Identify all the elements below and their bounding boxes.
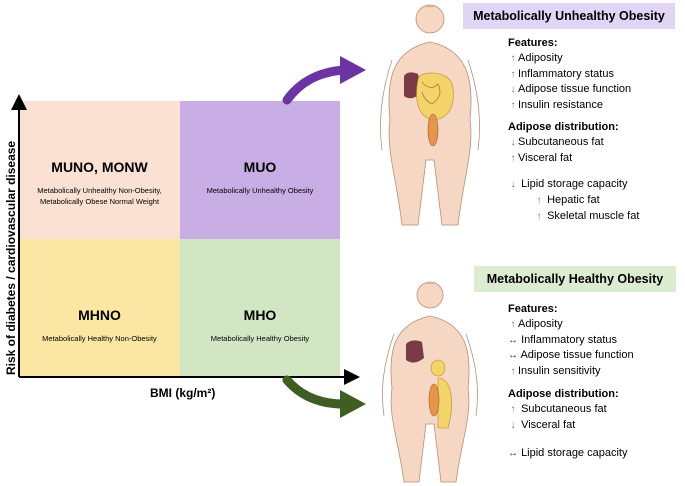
muo-feature-row: ↓Adipose tissue function <box>508 82 632 98</box>
left-right-arrow-icon: ↔ <box>508 350 518 362</box>
purple-curved-arrow <box>282 65 349 105</box>
mho-distribution-row: ↓ Visceral fat <box>508 418 619 434</box>
up-arrow-icon: ↑ <box>510 68 516 80</box>
green-arrowhead <box>340 390 366 418</box>
up-arrow-icon: ↑ <box>510 318 516 330</box>
muo-features-section: Features: ↑Adiposity ↑Inflammatory statu… <box>508 36 631 114</box>
muo-lipid-section: ↓ Lipid storage capacity ↑ Hepatic fat ↑… <box>508 177 640 225</box>
muo-distribution-row: ↑Visceral fat <box>508 151 619 167</box>
muo-panel-title: Metabolically Unhealthy Obesity <box>463 3 675 29</box>
mho-distribution-heading: Adipose distribution: <box>508 388 619 400</box>
muo-distribution-row: ↓Subcutaneous fat <box>508 135 619 151</box>
mho-features-heading: Features: <box>508 303 558 315</box>
mho-feature-row: ↔ Adipose tissue function <box>508 348 634 364</box>
up-arrow-icon: ↑ <box>536 210 542 222</box>
quadrant-mho-abbr: MHO <box>243 307 277 323</box>
left-right-arrow-icon: ↔ <box>508 334 518 346</box>
muo-features-heading: Features: <box>508 37 558 49</box>
mho-lipid-section: ↔ Lipid storage capacity <box>508 446 627 462</box>
mho-distribution-section: Adipose distribution: ↑ Subcutaneous fat… <box>508 387 619 433</box>
down-arrow-icon: ↓ <box>510 179 516 190</box>
left-right-arrow-icon: ↔ <box>508 448 518 459</box>
mho-feature-row: ↑Adiposity <box>508 317 634 333</box>
muo-feature-row: ↑Insulin resistance <box>508 98 631 114</box>
quadrant-muno-desc: Metabolically Unhealthy Non-Obesity, Met… <box>37 186 162 206</box>
quadrant-mhno-desc: Metabolically Healthy Non-Obesity <box>42 334 157 343</box>
up-arrow-icon: ↑ <box>510 152 516 164</box>
up-arrow-icon: ↑ <box>510 100 516 112</box>
quadrant-muno-abbr: MUNO, MONW <box>51 159 148 175</box>
down-arrow-icon: ↓ <box>510 419 516 431</box>
obese-body-illustration-unhealthy <box>380 4 480 226</box>
quadrant-muo-desc: Metabolically Unhealthy Obesity <box>206 186 314 195</box>
quadrant-muo: MUO Metabolically Unhealthy Obesity <box>180 101 340 239</box>
up-arrow-icon: ↑ <box>510 52 516 64</box>
muo-ectopic-row: ↑ Skeletal muscle fat <box>508 209 640 225</box>
up-arrow-icon: ↑ <box>536 194 542 206</box>
quadrant-mhno-abbr: MHNO <box>78 307 121 323</box>
obese-body-illustration-healthy <box>382 281 478 483</box>
quadrant-mho-desc: Metabolically Healthy Obesity <box>210 334 310 343</box>
muo-lipid-capacity: ↓ Lipid storage capacity <box>508 177 639 193</box>
quadrant-muo-abbr: MUO <box>243 159 277 175</box>
mho-feature-row: ↔ Inflammatory status <box>508 333 634 349</box>
down-arrow-icon: ↓ <box>510 84 516 96</box>
muo-ectopic-row: ↑ Hepatic fat <box>508 193 639 209</box>
x-axis-label: BMI (kg/m²) <box>150 386 216 400</box>
mho-feature-row: ↑Insulin sensitivity <box>508 364 634 380</box>
muo-feature-row: ↑Adiposity <box>508 51 631 67</box>
up-arrow-icon: ↑ <box>510 366 516 378</box>
mho-features-section: Features: ↑Adiposity ↔ Inflammatory stat… <box>508 302 634 380</box>
green-curved-arrow <box>282 375 349 409</box>
purple-arrowhead <box>340 56 366 84</box>
mho-panel-title: Metabolically Healthy Obesity <box>474 266 676 292</box>
muo-distribution-section: Adipose distribution: ↓Subcutaneous fat … <box>508 120 619 166</box>
up-arrow-icon: ↑ <box>510 403 516 415</box>
mho-lipid-capacity: ↔ Lipid storage capacity <box>508 446 627 462</box>
mho-distribution-row: ↑ Subcutaneous fat <box>508 402 619 418</box>
down-arrow-icon: ↓ <box>510 136 516 148</box>
muo-distribution-heading: Adipose distribution: <box>508 121 619 133</box>
muo-feature-row: ↑Inflammatory status <box>508 67 631 83</box>
quadrant-muno: MUNO, MONW Metabolically Unhealthy Non-O… <box>19 101 180 239</box>
quadrant-mhno: MHNO Metabolically Healthy Non-Obesity <box>19 239 180 377</box>
quadrant-mho: MHO Metabolically Healthy Obesity <box>180 239 340 377</box>
